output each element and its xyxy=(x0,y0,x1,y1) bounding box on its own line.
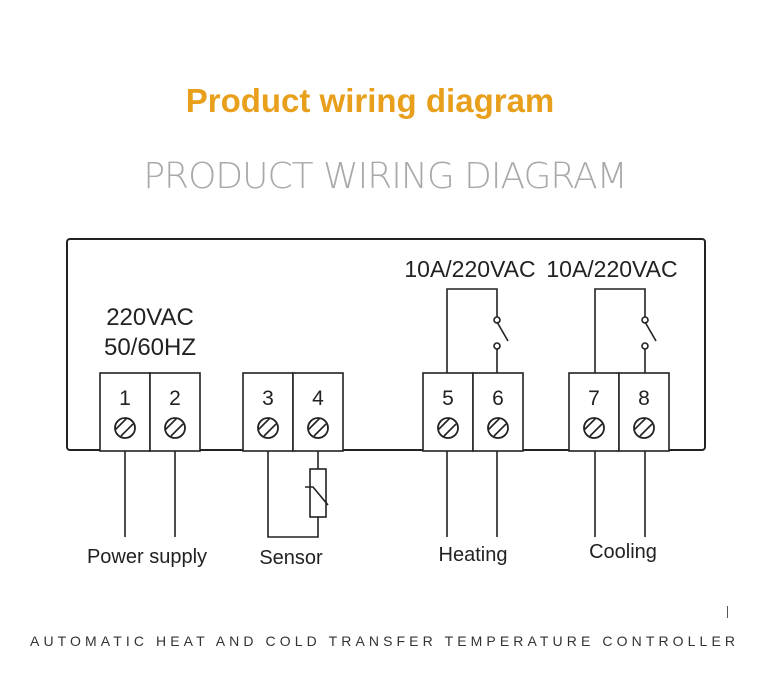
terminal-number: 3 xyxy=(262,387,274,410)
power-supply-label: Power supply xyxy=(87,546,207,568)
cooling-relay-rating: 10A/220VAC xyxy=(546,256,677,282)
terminal-6: 6 xyxy=(472,372,524,452)
terminal-number: 7 xyxy=(588,387,600,410)
terminal-number: 2 xyxy=(169,387,181,410)
screw-icon xyxy=(487,417,509,439)
screw-icon xyxy=(583,417,605,439)
terminal-blocks: 1 2 3 4 5 6 7 8 xyxy=(99,372,670,452)
terminal-7: 7 xyxy=(568,372,620,452)
controller-housing xyxy=(66,238,706,451)
terminal-number: 4 xyxy=(312,387,324,410)
heating-relay-rating: 10A/220VAC xyxy=(404,256,535,282)
terminal-number: 8 xyxy=(638,387,650,410)
power-voltage-label: 220VAC xyxy=(106,304,194,331)
wire-sensor-loop-left xyxy=(267,451,319,538)
screw-icon xyxy=(437,417,459,439)
terminal-3: 3 xyxy=(242,372,294,452)
footer-caption: AUTOMATIC HEAT AND COLD TRANSFER TEMPERA… xyxy=(30,633,740,649)
screw-icon xyxy=(257,417,279,439)
terminal-8: 8 xyxy=(618,372,670,452)
terminal-number: 6 xyxy=(492,387,504,410)
terminal-number: 5 xyxy=(442,387,454,410)
page-subtitle: PRODUCT WIRING DIAGRAM xyxy=(143,156,627,197)
external-wires xyxy=(124,451,646,538)
screw-icon xyxy=(633,417,655,439)
power-frequency-label: 50/60HZ xyxy=(104,334,196,361)
terminal-4: 4 xyxy=(292,372,344,452)
heating-relay-contact xyxy=(446,288,509,373)
page-title: Product wiring diagram xyxy=(185,82,555,119)
screw-icon xyxy=(307,417,329,439)
thermistor-icon xyxy=(305,468,329,518)
terminal-1: 1 xyxy=(99,372,151,452)
screw-icon xyxy=(114,417,136,439)
heating-label: Heating xyxy=(439,544,508,566)
screw-icon xyxy=(164,417,186,439)
terminal-2: 2 xyxy=(149,372,201,452)
terminal-number: 1 xyxy=(119,387,131,410)
sensor-label: Sensor xyxy=(259,547,323,569)
divider-tick xyxy=(727,606,728,618)
cooling-label: Cooling xyxy=(589,541,657,563)
cooling-relay-contact xyxy=(594,288,657,373)
terminal-5: 5 xyxy=(422,372,474,452)
